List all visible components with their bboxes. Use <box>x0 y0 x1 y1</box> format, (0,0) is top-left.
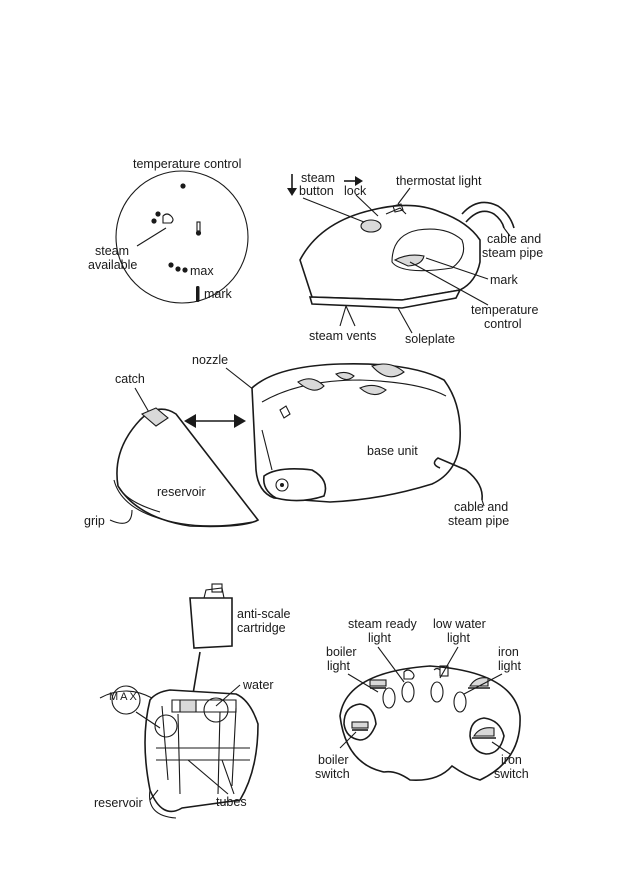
anti-scale-cartridge <box>189 597 233 649</box>
boiler-light-label-1: boiler <box>326 645 357 659</box>
base-unit-figure: nozzle catch reservoir grip base unit <box>84 353 509 528</box>
dial-dot-2a <box>155 211 161 217</box>
iron-cable-label-1: cable and <box>487 232 541 246</box>
reservoir-inlet-left <box>154 714 178 738</box>
steam-button-label-2: button <box>299 184 334 198</box>
reservoir-catch <box>140 407 169 427</box>
cartridge-label-1: anti-scale <box>237 607 291 621</box>
dial-title-label: temperature control <box>133 157 241 171</box>
cable-and-steam-pipe <box>461 201 515 229</box>
iron-mark-label: mark <box>490 273 519 287</box>
dial-dot-2b <box>151 218 157 224</box>
iron-light-label-1: iron <box>498 645 519 659</box>
steam-ready-light <box>401 681 415 703</box>
steam-ready-light-label-2: light <box>368 631 391 645</box>
steam-button <box>360 219 382 233</box>
iron-switch-label-2: switch <box>494 767 529 781</box>
low-water-light-label-2: light <box>447 631 470 645</box>
boiler-switch-label-1: boiler <box>318 753 349 767</box>
thermostat-light <box>392 203 404 213</box>
max-label: max <box>190 264 214 278</box>
steam-button-label-1: steam <box>301 171 335 185</box>
arrow-right-icon <box>344 176 363 186</box>
cartridge-label-2: cartridge <box>237 621 286 635</box>
base-unit-label: base unit <box>367 444 418 458</box>
base-cable-label-2: steam pipe <box>448 514 509 528</box>
iron-cable-label-2: steam pipe <box>482 246 543 260</box>
soleplate-label: soleplate <box>405 332 455 346</box>
soleplate <box>308 288 462 309</box>
boiler-light <box>382 687 396 709</box>
temperature-dial-figure: temperature control steam available max … <box>88 157 249 304</box>
steam-icon <box>162 213 174 224</box>
dial-mark-label: mark <box>204 287 233 301</box>
iron-switch-label-1: iron <box>501 753 522 767</box>
iron-temperature-control-label-1: temperature <box>471 303 538 317</box>
base-cable-label-1: cable and <box>454 500 508 514</box>
base-cable <box>433 457 483 501</box>
iron-light-label-2: light <box>498 659 521 673</box>
iron-handle-opening <box>391 228 465 272</box>
base-tray <box>262 468 327 502</box>
thermometer-icon <box>195 221 202 236</box>
thermostat-light-label: thermostat light <box>396 174 482 188</box>
steam-available-label-2: available <box>88 258 137 272</box>
iron-switch <box>469 717 505 755</box>
low-water-icon <box>433 665 449 677</box>
control-panel-figure: steam ready light low water light boiler… <box>315 617 529 782</box>
max-badge <box>111 685 141 715</box>
dial-dot-3c <box>182 267 188 273</box>
arrow-down-icon <box>287 174 297 196</box>
temperature-knob <box>393 254 425 267</box>
dial-dot-3a <box>168 262 174 268</box>
steam-available-label-1: steam <box>95 244 129 258</box>
boiler-icon <box>369 679 387 689</box>
iron-light <box>453 691 467 713</box>
catch-label: catch <box>115 372 145 386</box>
detail-reservoir-label: reservoir <box>94 796 143 810</box>
lock-label: lock <box>344 184 367 198</box>
max-badge-text: MAX <box>109 691 139 703</box>
grip-label: grip <box>84 514 105 528</box>
nozzle-label: nozzle <box>192 353 228 367</box>
reservoir-inlet-right <box>203 697 229 723</box>
steam-iron-figure: steam button lock thermostat light cable… <box>287 171 543 346</box>
dial-dot-3b <box>175 266 181 272</box>
steam-ready-light-label-1: steam ready <box>348 617 418 631</box>
reservoir-label: reservoir <box>157 485 206 499</box>
reservoir-body <box>116 408 260 528</box>
control-panel-outline <box>339 665 521 782</box>
double-arrow-icon <box>184 414 246 428</box>
low-water-light <box>430 681 444 703</box>
tubes-label: tubes <box>216 795 247 809</box>
water-label: water <box>242 678 274 692</box>
steam-icon <box>403 669 415 680</box>
boiler-switch-label-2: switch <box>315 767 350 781</box>
boiler-light-label-2: light <box>327 659 350 673</box>
reservoir-detail-figure: anti-scale cartridge MAX water reservoir… <box>94 583 291 819</box>
dial-dot-1 <box>180 183 186 189</box>
base-unit-body <box>251 363 461 503</box>
low-water-light-label-1: low water <box>433 617 486 631</box>
nozzle-port <box>279 405 291 419</box>
iron-temperature-control-label-2: control <box>484 317 522 331</box>
mark-indicator <box>196 286 200 302</box>
steam-vents-label: steam vents <box>309 329 376 343</box>
base-control-buttons <box>297 378 325 391</box>
boiler-switch <box>343 703 377 741</box>
temperature-dial <box>115 170 249 304</box>
